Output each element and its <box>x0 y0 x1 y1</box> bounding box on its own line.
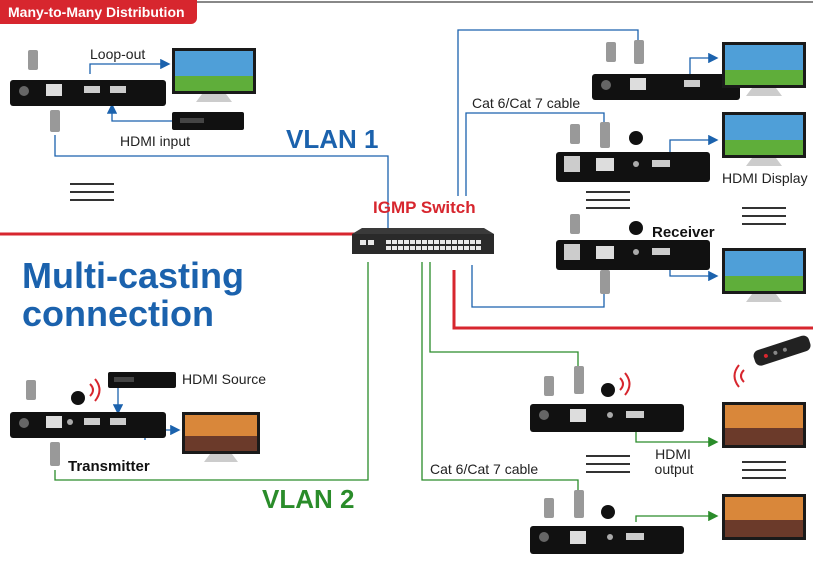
transmitter-label: Transmitter <box>68 458 150 475</box>
hdmi-display-label: HDMI Display <box>722 170 808 186</box>
red-divider <box>0 232 813 330</box>
wire-rx4 <box>429 262 579 368</box>
igmp-switch <box>352 228 494 254</box>
vlan1-label: VLAN 1 <box>286 124 379 154</box>
plugs <box>26 40 644 518</box>
receiver-1 <box>592 74 740 100</box>
vlan1-wire <box>54 135 389 228</box>
receiver-2 <box>556 152 710 182</box>
stack-dashes <box>70 183 786 479</box>
rx4-to-display <box>635 430 719 448</box>
igmp-switch-label: IGMP Switch <box>373 198 476 217</box>
loop-out-wire <box>89 58 171 74</box>
loop-out-label: Loop-out <box>90 46 146 62</box>
hdmi-source-player <box>108 372 176 388</box>
banner-title: Many-to-Many Distribution <box>0 0 197 24</box>
display-rx4 <box>722 402 806 448</box>
hdmi-source-label: HDMI Source <box>182 371 267 387</box>
cable-label-top: Cat 6/Cat 7 cable <box>472 95 581 111</box>
wire-rx2 <box>465 112 605 196</box>
receiver-5 <box>530 526 684 554</box>
remote-control <box>753 335 811 366</box>
transmitter-1 <box>10 80 166 106</box>
hdmi-output-label-2: output <box>654 461 694 477</box>
rx1-to-display <box>689 52 719 80</box>
hdmi-output-label-1: HDMI <box>655 446 691 462</box>
vlan2-label: VLAN 2 <box>262 484 355 514</box>
rx3-to-display <box>669 268 719 282</box>
wire-rx5 <box>421 262 579 494</box>
wire-rx3 <box>471 265 605 308</box>
transmitter-2 <box>10 412 166 438</box>
display-rx2 <box>722 112 806 166</box>
headline-line1: Multi-casting <box>22 255 244 296</box>
rx5-to-display <box>635 510 719 522</box>
display-tx2 <box>182 412 260 462</box>
display-rx5 <box>722 494 806 540</box>
display-rx3 <box>722 248 806 302</box>
receiver-3 <box>556 240 710 270</box>
ir-waves <box>89 364 745 402</box>
wire-rx1 <box>457 29 639 196</box>
hdmi-input-player <box>172 112 244 130</box>
display-loopout <box>172 48 256 102</box>
headline-line2: connection <box>22 293 215 334</box>
vlan2-wire <box>54 262 369 481</box>
cable-label-bottom: Cat 6/Cat 7 cable <box>430 461 539 477</box>
ir-sensors <box>71 131 643 519</box>
hdmi-input-wire <box>106 103 172 122</box>
display-rx1 <box>722 42 806 96</box>
receiver-label: Receiver <box>652 224 715 241</box>
receiver-4 <box>530 404 684 432</box>
hdmi-input-label: HDMI input <box>120 133 191 149</box>
